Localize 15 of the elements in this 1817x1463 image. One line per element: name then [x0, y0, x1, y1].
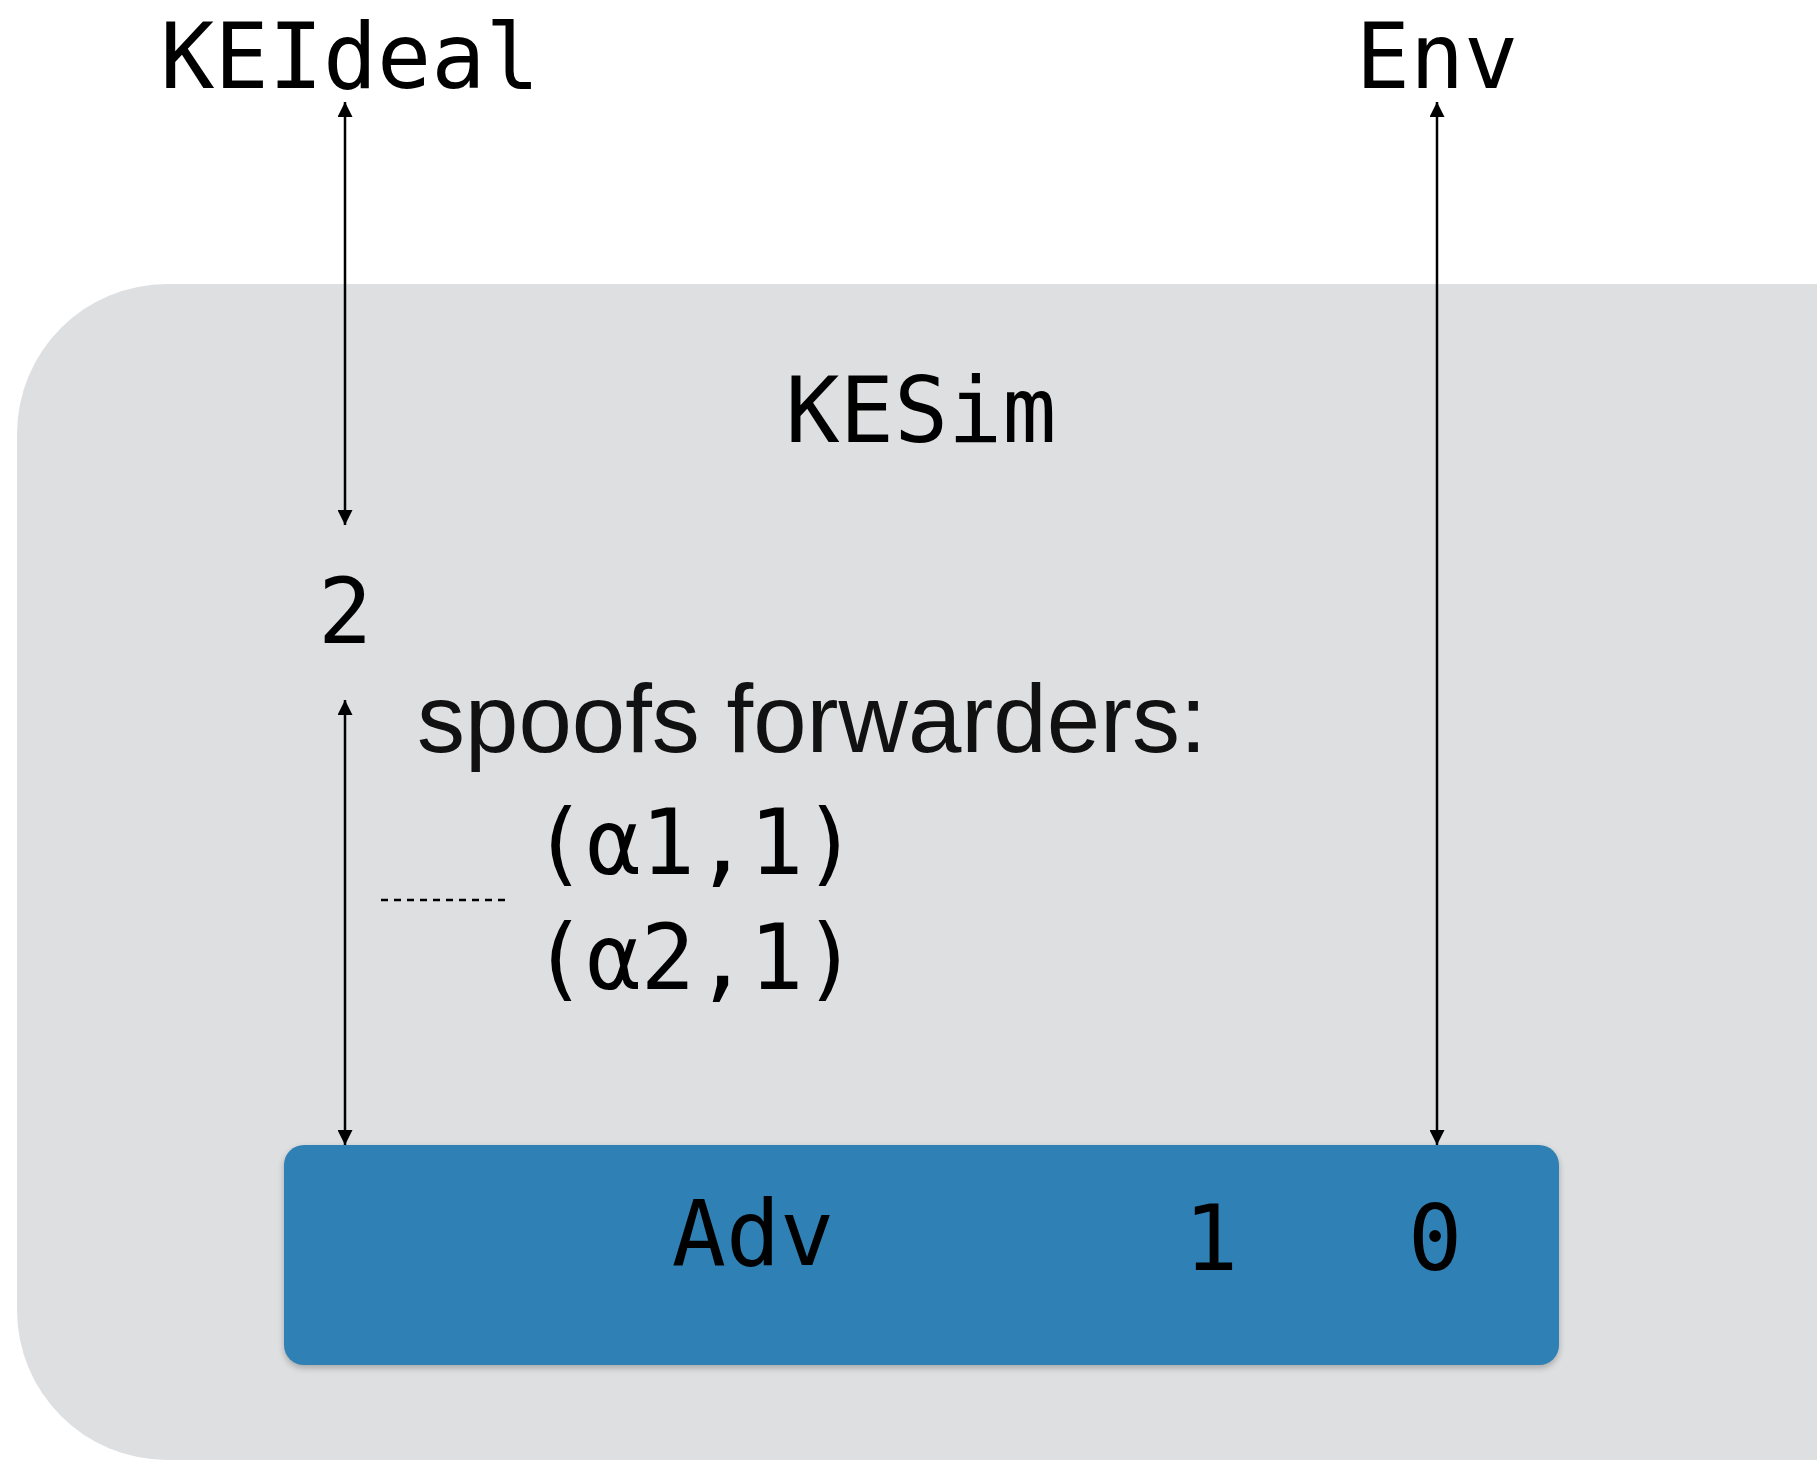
adversary-box — [284, 1145, 1559, 1365]
node-label: 2 — [317, 567, 373, 657]
node-title: KESim — [785, 366, 1057, 456]
simulator-panel — [17, 284, 1817, 1460]
arrow — [337, 700, 353, 1145]
node-title: 1 — [1183, 1194, 1239, 1284]
arrow — [337, 102, 353, 525]
node-label: KEIdeal — [160, 12, 540, 102]
node-title: Adv — [671, 1189, 835, 1279]
node-label: (α1,1) — [532, 798, 858, 888]
node-label: Env — [1355, 12, 1519, 102]
node-label: (α2,1) — [532, 913, 858, 1003]
arrow — [1429, 102, 1445, 1145]
annotation-text: spoofs forwarders: — [417, 664, 1207, 774]
node-title: 0 — [1407, 1194, 1463, 1284]
